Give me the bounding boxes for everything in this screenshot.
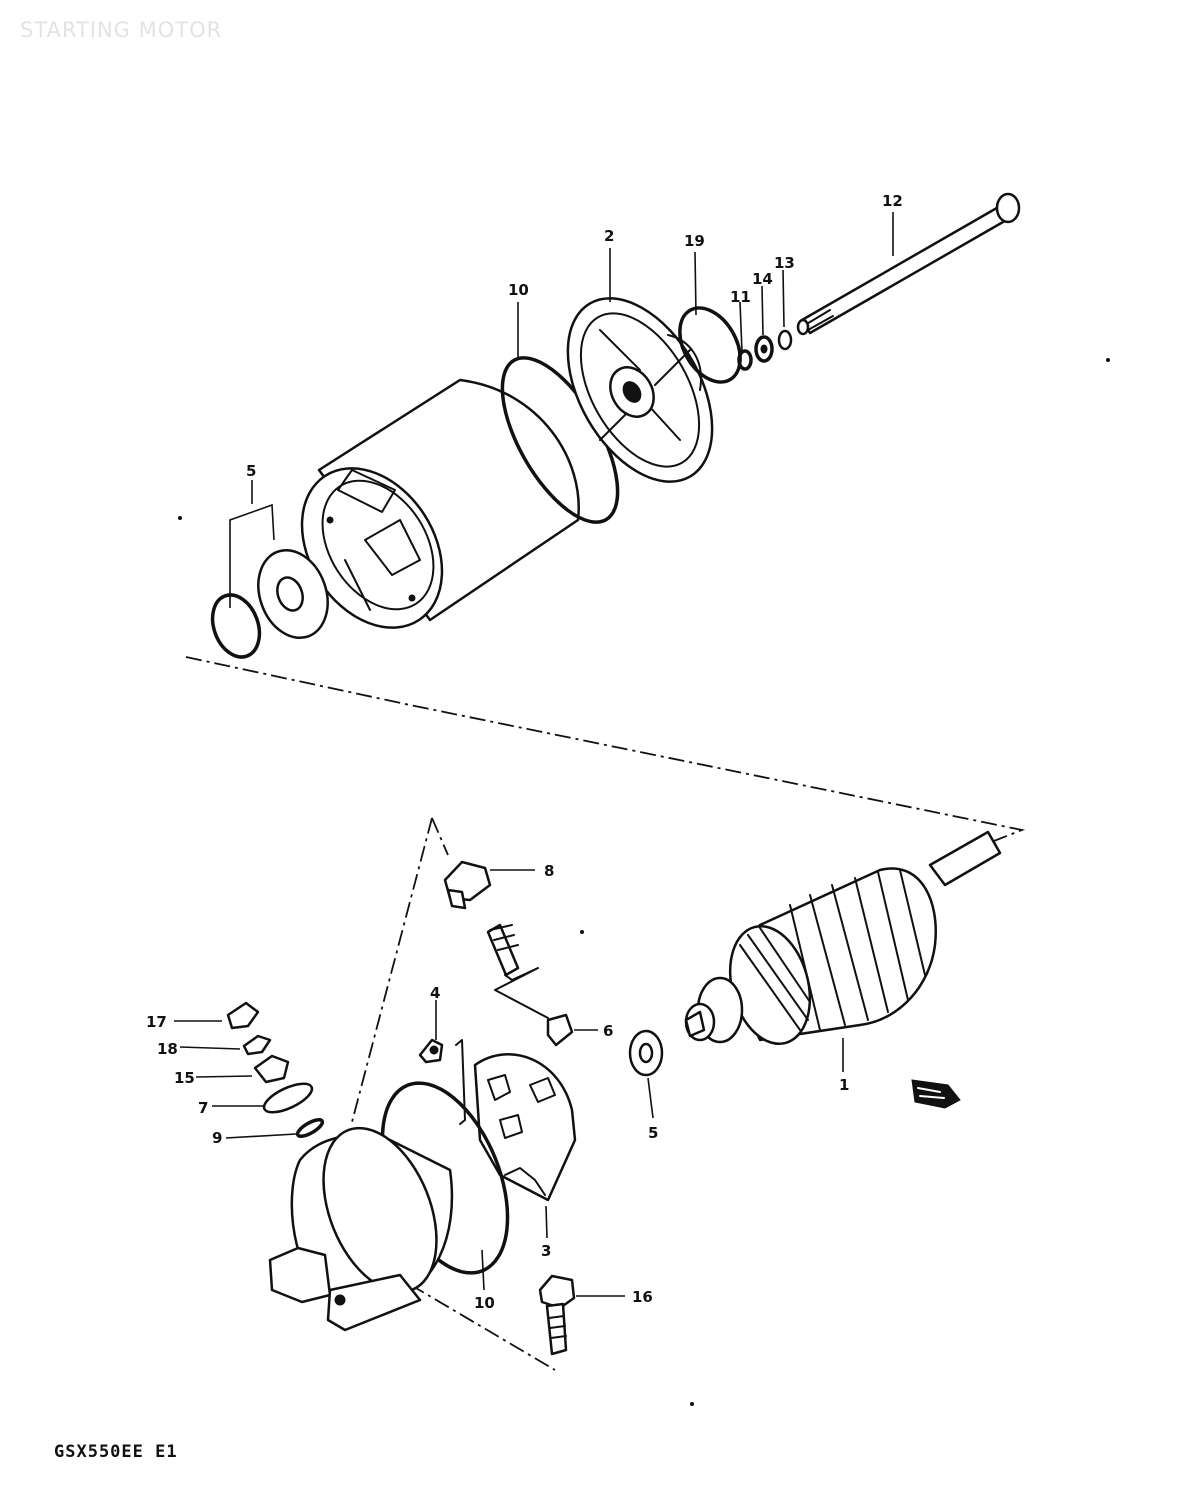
end-cover-2 bbox=[566, 297, 714, 483]
callout-17: 17 bbox=[146, 1013, 167, 1031]
brush-17 bbox=[226, 1001, 260, 1030]
callout-10-bottom: 10 bbox=[474, 1294, 495, 1312]
reference-stamp-icon bbox=[911, 1079, 961, 1109]
washer-19 bbox=[678, 306, 742, 384]
brush-lead-6 bbox=[486, 923, 574, 1047]
terminal-8 bbox=[443, 860, 492, 910]
callout-10-top: 10 bbox=[508, 281, 529, 299]
callout-15: 15 bbox=[174, 1069, 195, 1087]
armature-1 bbox=[684, 830, 1002, 1046]
washer-9 bbox=[295, 1118, 325, 1138]
callout-5-bottom: 5 bbox=[648, 1124, 658, 1142]
callout-1: 1 bbox=[839, 1076, 849, 1094]
ring-11 bbox=[737, 349, 753, 371]
nut-13 bbox=[777, 329, 793, 351]
callout-4: 4 bbox=[430, 984, 440, 1002]
brush-plate-3 bbox=[455, 1039, 577, 1202]
washer-14 bbox=[754, 335, 774, 363]
callout-3: 3 bbox=[541, 1242, 551, 1260]
washer-5-bottom bbox=[628, 1029, 664, 1077]
callout-12: 12 bbox=[882, 192, 903, 210]
callout-9: 9 bbox=[212, 1129, 222, 1147]
insulator-15 bbox=[253, 1054, 290, 1084]
through-bolt-12 bbox=[796, 192, 1021, 336]
callout-18: 18 bbox=[157, 1040, 178, 1058]
washers-5-top bbox=[210, 548, 329, 659]
callout-5-top: 5 bbox=[246, 462, 256, 480]
callout-19: 19 bbox=[684, 232, 705, 250]
callout-2: 2 bbox=[604, 227, 614, 245]
callout-8: 8 bbox=[544, 862, 554, 880]
terminal-4 bbox=[418, 1038, 444, 1064]
front-cover bbox=[268, 1126, 454, 1332]
model-code: GSX550EE E1 bbox=[54, 1442, 178, 1462]
leader-lines bbox=[174, 212, 894, 1297]
callout-6: 6 bbox=[603, 1022, 613, 1040]
callout-16: 16 bbox=[632, 1288, 653, 1306]
spring-18 bbox=[242, 1034, 272, 1056]
callout-14: 14 bbox=[752, 270, 773, 288]
page-title-watermark: STARTING MOTOR bbox=[20, 18, 223, 42]
scan-specks bbox=[178, 358, 1110, 1406]
callout-7: 7 bbox=[198, 1099, 208, 1117]
callout-13: 13 bbox=[774, 254, 795, 272]
callout-labels: 10 2 19 11 14 13 12 5 1 5 6 8 4 3 10 16 … bbox=[146, 192, 903, 1312]
callout-11: 11 bbox=[730, 288, 751, 306]
plate-7 bbox=[262, 1082, 314, 1114]
screw-16 bbox=[538, 1274, 576, 1356]
